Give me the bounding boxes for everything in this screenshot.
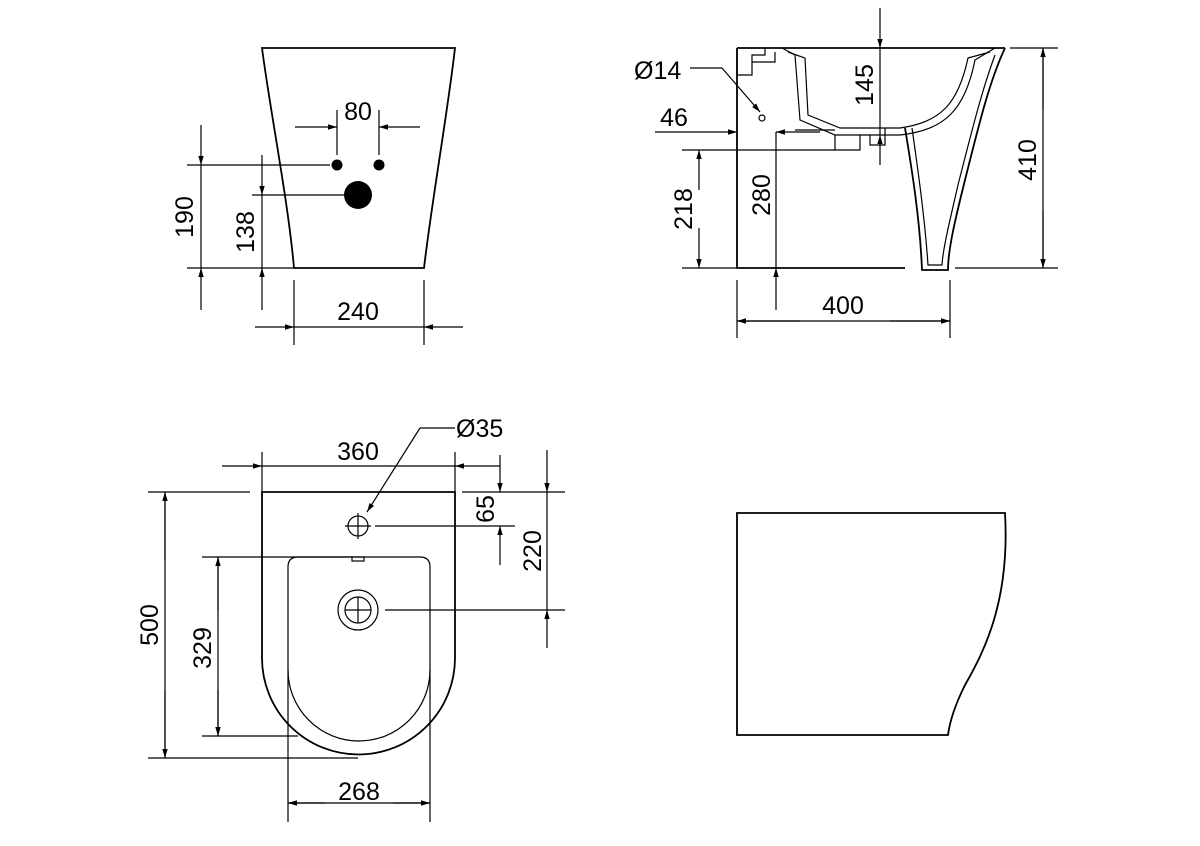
dim-tap-hole-side: Ø14 (634, 57, 681, 85)
dim-rim-depth: 145 (851, 64, 879, 106)
body-outline (904, 47, 1006, 271)
side-section-view: Ø14 145 46 218 280 410 400 (634, 8, 1058, 338)
dim-bowl-length: 329 (189, 627, 217, 669)
dim-drain-offset: 220 (519, 530, 547, 572)
dim-holes-spacing: 80 (344, 98, 372, 126)
dim-top-width: 360 (337, 438, 379, 466)
dim-height-total: 410 (1014, 139, 1042, 181)
dim-bowl-width: 268 (338, 778, 380, 806)
tap-hole-side (758, 114, 766, 122)
rear-view-outline (260, 47, 457, 269)
dim-height-280: 280 (748, 174, 776, 216)
dim-overflow-offset: 46 (660, 104, 688, 132)
bowl-inner-line (781, 47, 996, 136)
fixing-hole-right (373, 159, 385, 171)
dim-tap-offset: 65 (472, 495, 500, 523)
dim-tap-hole-top: Ø35 (456, 415, 503, 443)
top-view: Ø35 360 65 220 500 329 (136, 415, 565, 822)
profile-view (736, 512, 1007, 736)
bowl-outline (287, 556, 431, 742)
dim-depth: 400 (822, 292, 864, 320)
dim-rear-width: 240 (337, 298, 379, 326)
outlet-hole (344, 181, 372, 209)
drain-outer (337, 589, 379, 631)
top-view-outline (261, 491, 456, 756)
rear-view: 80 190 138 240 (171, 47, 463, 345)
dim-length: 500 (136, 604, 164, 646)
dim-height-218: 218 (670, 188, 698, 230)
dim-height-outlet: 138 (232, 211, 260, 253)
fixing-hole-left (331, 159, 343, 171)
dim-height-holes: 190 (171, 196, 199, 238)
profile-outline (736, 512, 1007, 736)
